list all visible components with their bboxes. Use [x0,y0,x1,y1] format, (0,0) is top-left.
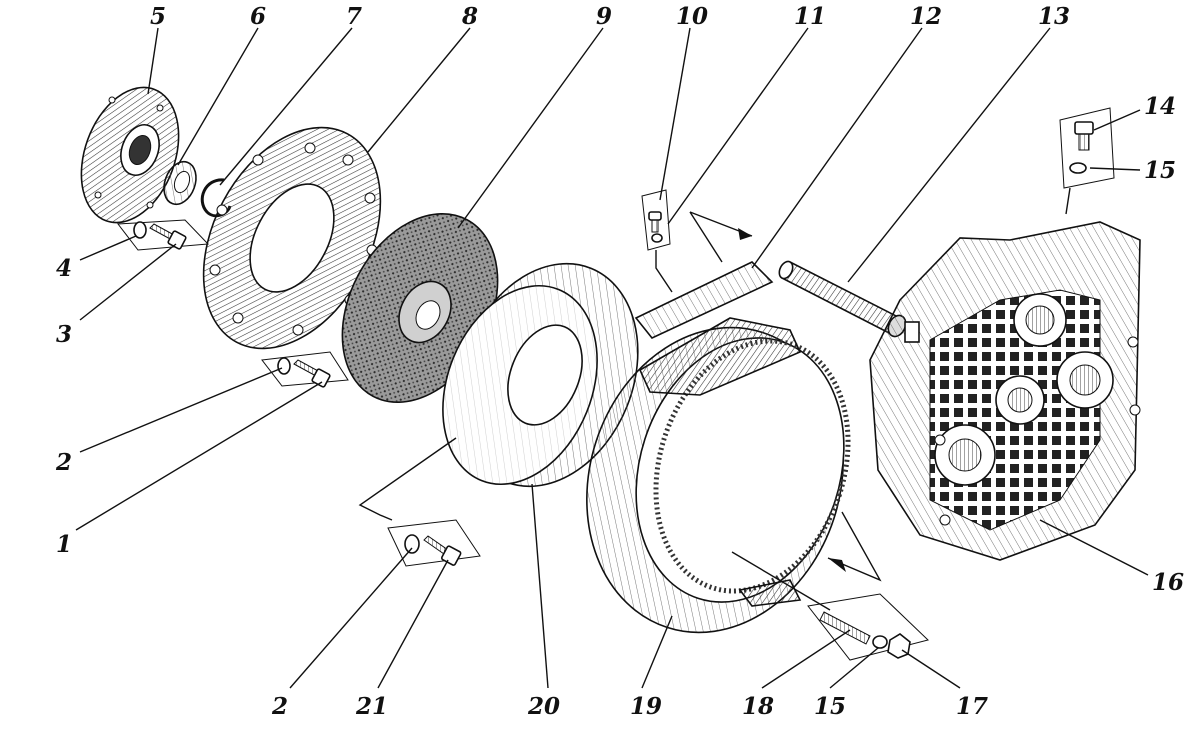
gearbox-housing-part [869,221,1141,561]
label-part-3: 3 [56,321,72,348]
bolt-washer-group-top-right [1059,107,1115,215]
label-part-14: 14 [1144,93,1176,120]
label-part-2-left: 2 [55,449,72,476]
bolt-washer-group-middle-left [261,351,349,388]
label-part-1: 1 [56,531,72,558]
pressure-plate-part [202,126,382,350]
leader-lines [75,27,1149,689]
label-part-6: 6 [250,3,266,30]
label-part-2-bottom: 2 [271,693,288,720]
bolt-washer-group-lower [358,437,481,567]
stud-nut-group-lower-right [731,551,929,661]
label-part-7: 7 [346,3,362,30]
label-part-19: 19 [630,693,662,720]
label-part-10: 10 [676,3,708,30]
bolt-washer-group-upper-left [117,219,210,251]
direction-arrow-lower [827,511,882,582]
label-part-13: 13 [1038,3,1070,30]
label-part-16: 16 [1152,569,1184,596]
label-part-11: 11 [794,3,826,30]
label-part-17: 17 [956,693,988,720]
bearing-part [163,160,197,206]
gasket-plate-part [634,261,774,339]
label-part-4: 4 [56,255,72,282]
flywheel-part [442,262,639,488]
label-part-5: 5 [150,3,166,30]
label-part-15-top: 15 [1144,157,1176,184]
flange-cover-part [80,86,180,224]
part-labels: 5 6 7 8 9 10 11 12 13 14 15 4 3 2 1 2 21… [55,3,1184,720]
label-part-12: 12 [910,3,942,30]
label-part-18: 18 [742,693,774,720]
label-part-9: 9 [596,3,612,30]
label-part-8: 8 [461,3,478,30]
clutch-housing-part [586,317,851,634]
label-part-15-bottom: 15 [814,693,846,720]
label-part-20: 20 [527,693,560,720]
label-part-21: 21 [355,693,388,720]
bolt-washer-group-top-center [641,189,753,293]
